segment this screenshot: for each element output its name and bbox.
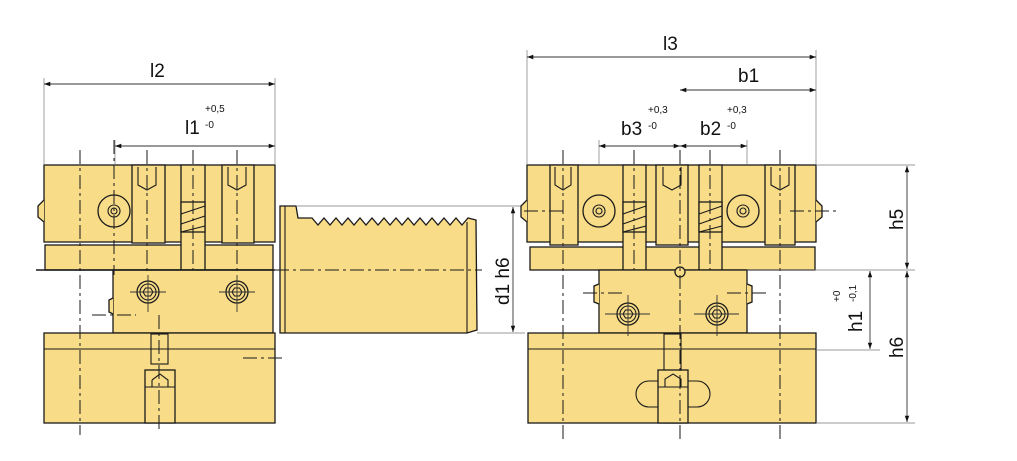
middle-block (112, 269, 274, 334)
dim-b3-upper-tol: +0,3 (648, 105, 668, 116)
dim-h1-upper-tol: +0 (832, 290, 843, 302)
dim-d1: d1 h6 (493, 257, 514, 305)
middle-block (598, 269, 748, 334)
dim-h5: h5 (887, 209, 908, 230)
dim-l2: l2 (150, 61, 165, 82)
dim-l3: l3 (663, 34, 678, 55)
dim-h1: h1 (846, 311, 867, 332)
dim-l1-lower-tol: -0 (205, 120, 214, 131)
dim-b2-lower-tol: -0 (727, 121, 736, 132)
dim-b3-lower-tol: -0 (648, 121, 657, 132)
dim-b1: b1 (738, 66, 759, 87)
side-view: l2 l1 +0,5 -0 d1 h6 (36, 61, 525, 435)
dim-l1: l1 (185, 118, 200, 139)
dim-b2: b2 (700, 119, 721, 140)
dim-l1-upper-tol: +0,5 (205, 104, 225, 115)
dim-h1-lower-tol: -0,1 (848, 284, 859, 302)
front-view: l3 b1 b3 +0,3 -0 b2 +0,3 -0 h5 h6 h1 +0 … (520, 34, 915, 440)
base-plate (44, 244, 274, 271)
dim-b3: b3 (621, 119, 642, 140)
base-plate (529, 246, 816, 271)
dim-b2-upper-tol: +0,3 (727, 105, 747, 116)
dim-h6: h6 (887, 337, 908, 358)
